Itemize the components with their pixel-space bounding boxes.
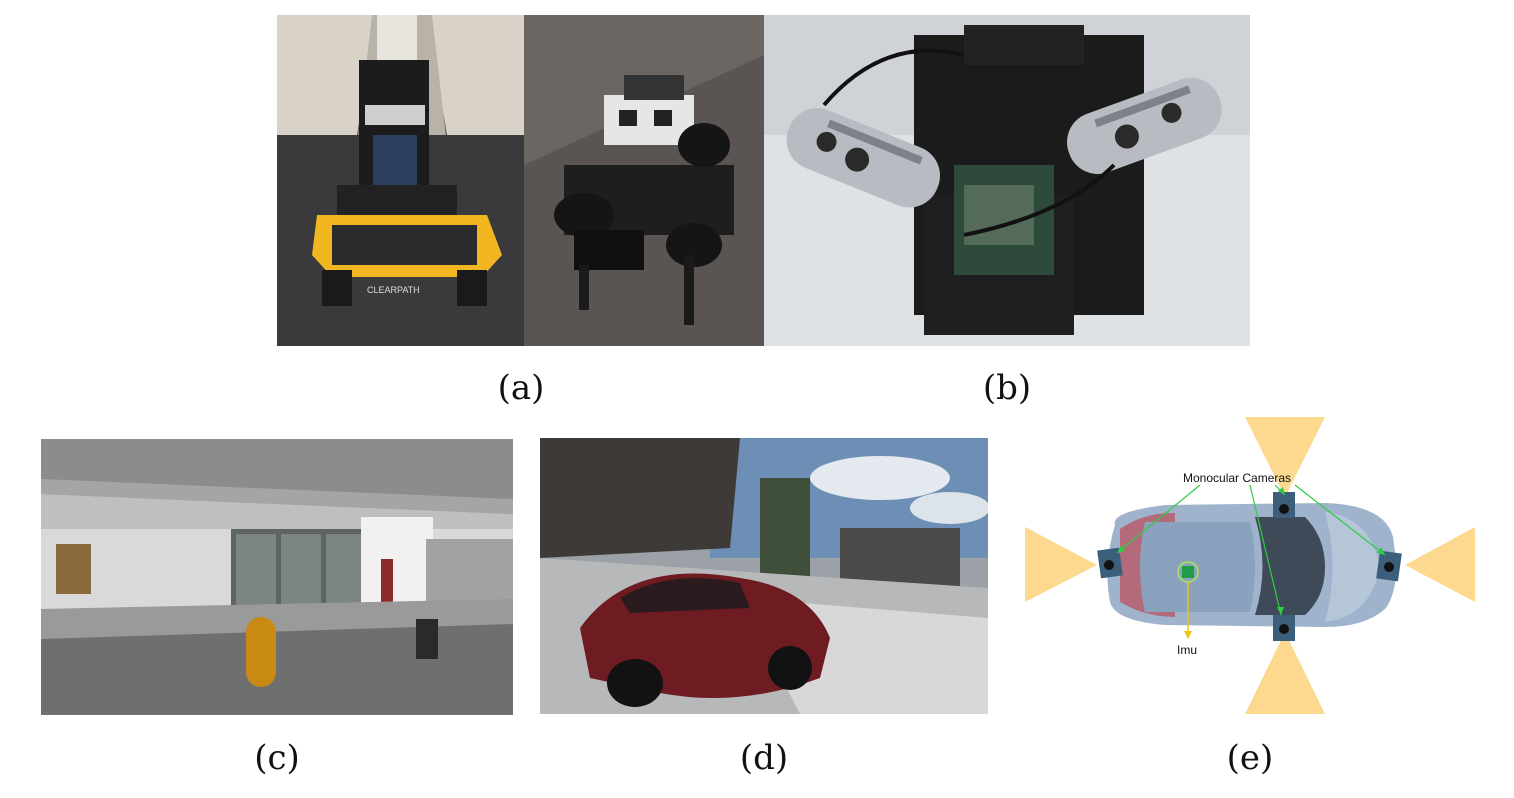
caption-d: (d)	[739, 738, 789, 778]
fov-cone-front	[1245, 417, 1325, 497]
sim-office-scene	[41, 439, 513, 715]
camera-icon-rear	[1273, 615, 1295, 641]
sim-street-scene	[540, 438, 988, 714]
car-top-view	[1107, 503, 1397, 627]
caption-a: (a)	[497, 368, 545, 408]
monocular-cameras-label: Monocular Cameras	[1183, 471, 1291, 485]
fov-cone-left	[1025, 527, 1097, 602]
fov-cone-rear	[1245, 632, 1325, 714]
imu-label: Imu	[1177, 643, 1197, 657]
vehicle-sensor-diagram: Monocular Cameras Imu	[1025, 417, 1475, 715]
caption-b: (b)	[982, 368, 1032, 408]
photo-jackal-robot: CLEARPATH	[277, 15, 524, 346]
photo-camera-rig	[764, 15, 1250, 346]
clearpath-logo-text: CLEARPATH	[367, 285, 420, 295]
camera-icon-right	[1376, 550, 1402, 582]
caption-e: (e)	[1226, 738, 1274, 778]
imu-chip-icon	[1182, 566, 1194, 578]
caption-c: (c)	[254, 738, 300, 778]
fov-cone-right	[1405, 527, 1475, 602]
camera-icon-front	[1273, 492, 1295, 518]
camera-icon-left	[1097, 547, 1123, 579]
photo-quadruped-robot	[524, 15, 764, 346]
